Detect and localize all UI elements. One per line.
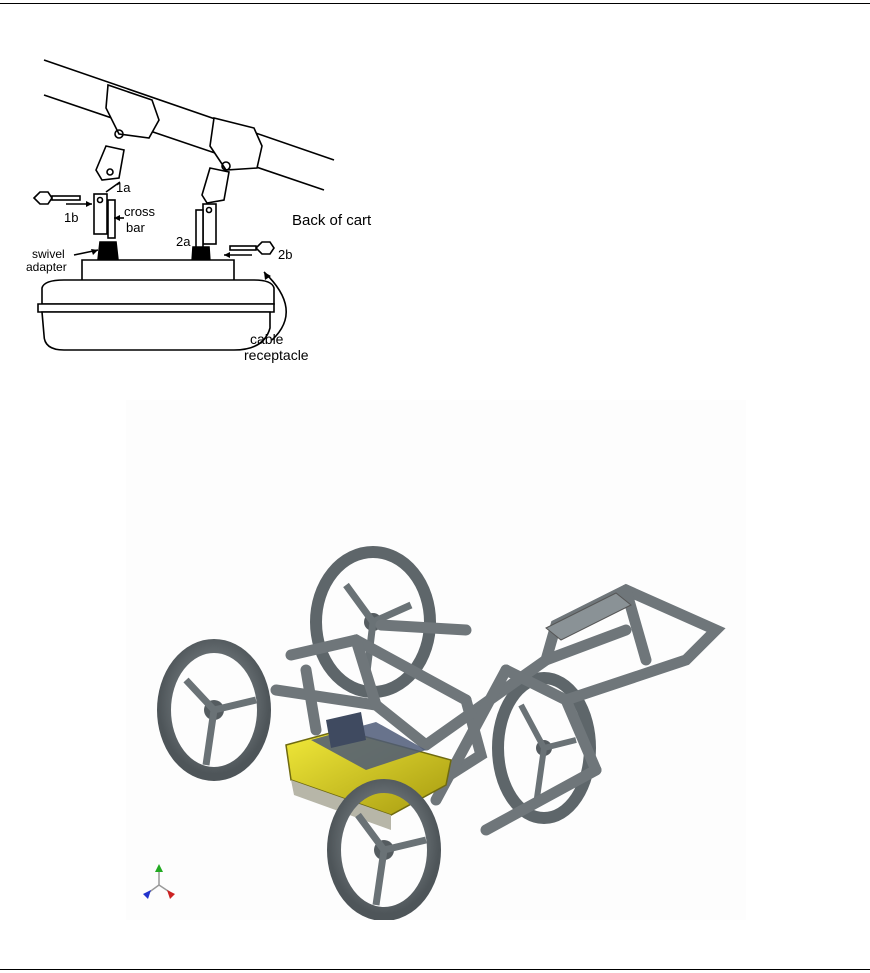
footer-rule	[0, 969, 870, 970]
label-cable: cable	[250, 331, 284, 347]
cross-bar-2	[203, 204, 216, 244]
label-1b: 1b	[64, 210, 78, 225]
arrowhead-1b	[86, 201, 92, 207]
antenna-rim	[38, 304, 274, 312]
clamp-bracket-1	[106, 85, 159, 138]
antenna-body	[42, 312, 270, 350]
arrowhead-swivel	[91, 249, 98, 255]
label-2b: 2b	[278, 247, 292, 262]
label-adapter: adapter	[26, 260, 67, 274]
cart-3d-render	[126, 400, 746, 920]
arrowhead-2b	[224, 252, 230, 258]
antenna-lid	[42, 280, 274, 304]
header-rule	[0, 3, 870, 4]
wheel-front-left	[164, 646, 264, 774]
bolt-1b-icon	[34, 192, 52, 204]
label-back-of-cart: Back of cart	[292, 212, 372, 229]
cross-bar-1	[94, 194, 107, 234]
label-receptacle: receptacle	[244, 347, 309, 363]
bolt-1b-shaft	[52, 196, 80, 200]
label-swivel: swivel	[32, 247, 65, 261]
swivel-adapter-1	[98, 242, 118, 260]
cross-bar-1-plate	[108, 200, 115, 238]
bolt-2b-icon	[256, 242, 274, 254]
label-cross: cross	[124, 204, 156, 219]
clamp-bracket-2	[210, 118, 262, 170]
bolt-2b-shaft	[230, 246, 256, 250]
axis-x-icon	[167, 890, 175, 899]
axis-z-icon	[143, 890, 151, 899]
label-bar: bar	[126, 220, 145, 235]
receptacle-block	[82, 260, 234, 282]
axis-triad-icon	[143, 864, 175, 899]
label-1a: 1a	[116, 180, 131, 195]
label-2a: 2a	[176, 234, 191, 249]
hanger-arm-2	[202, 168, 229, 203]
cross-bar-2-plate	[196, 210, 203, 250]
mounting-diagram: 1a 1b cross bar 2a 2b swivel adapter Bac…	[24, 50, 390, 368]
axis-y-icon	[155, 864, 163, 872]
